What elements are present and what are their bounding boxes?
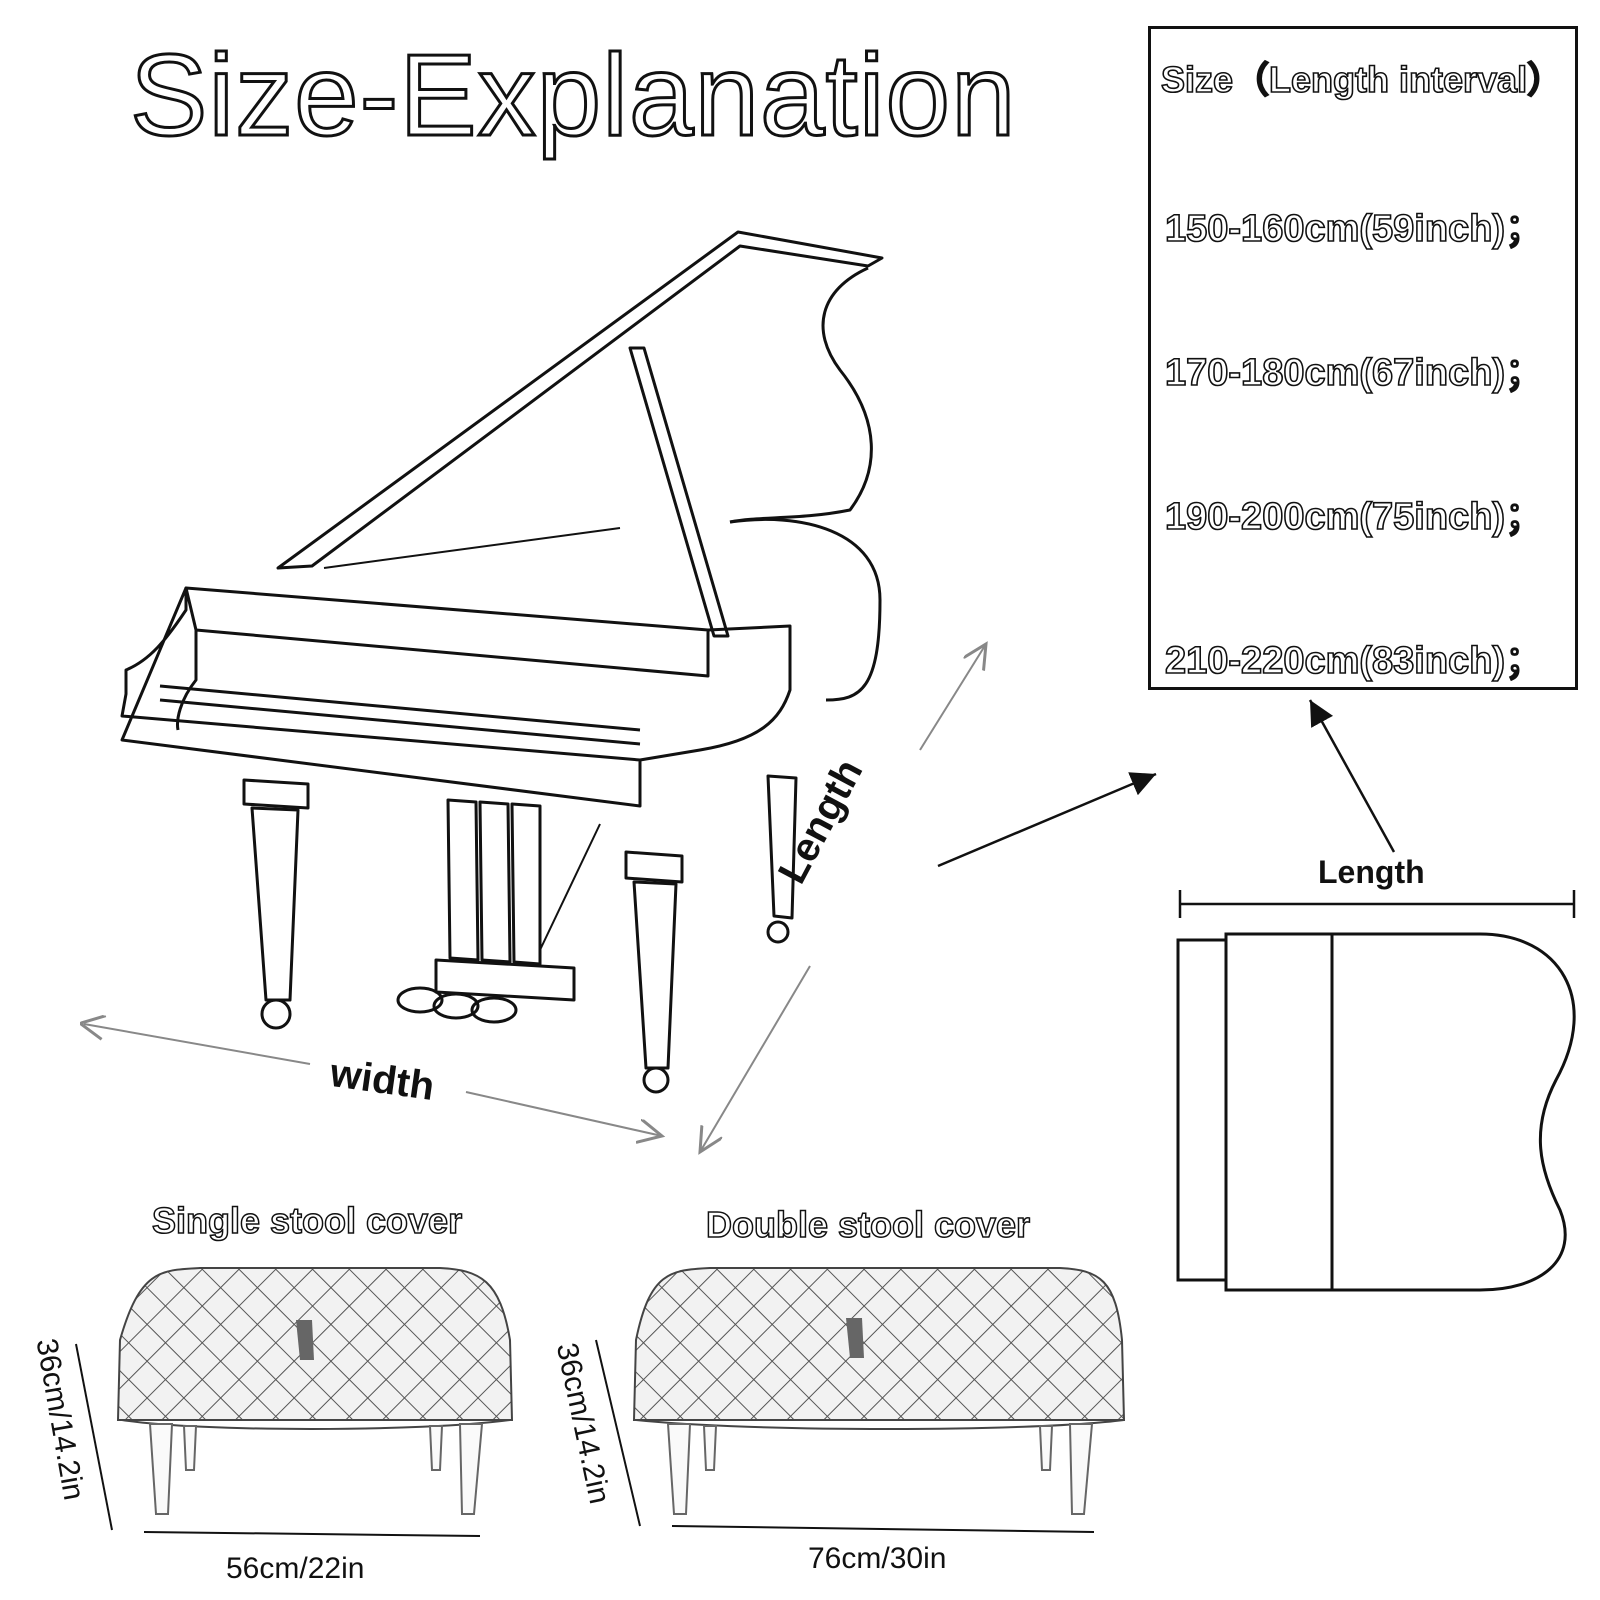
single-stool-width: 56cm/22in: [226, 1552, 365, 1585]
size-item: 150-160cm(59inch)；: [1164, 207, 1544, 251]
grand-piano-drawing: [120, 230, 884, 1094]
pointer-arrows: [937, 699, 1396, 868]
size-item: 170-180cm(67inch)；: [1164, 351, 1544, 395]
length-arrow: [700, 644, 986, 1152]
double-stool-width: 76cm/30in: [808, 1542, 947, 1575]
double-stool-label: Double stool cover: [705, 1203, 1031, 1246]
size-table-heading: Size（Length interval）: [1160, 58, 1564, 101]
double-stool-dims: [595, 1339, 1095, 1533]
page-title: Size-Explanation: [129, 29, 1018, 162]
single-stool-label: Single stool cover: [151, 1199, 463, 1242]
single-stool-drawing: [116, 1267, 514, 1515]
size-table: Size（Length interval） 150-160cm(59inch)；…: [1148, 26, 1578, 690]
piano-top-view: [1176, 932, 1576, 1292]
top-view-length-label: Length: [1318, 854, 1425, 890]
width-arrow: [84, 1024, 662, 1136]
double-stool-drawing: [632, 1267, 1126, 1515]
single-stool-dims: [75, 1343, 481, 1537]
size-item: 210-220cm(83inch)；: [1164, 639, 1544, 683]
top-view-length-line: [1178, 890, 1576, 918]
size-item: 190-200cm(75inch)；: [1164, 495, 1544, 539]
